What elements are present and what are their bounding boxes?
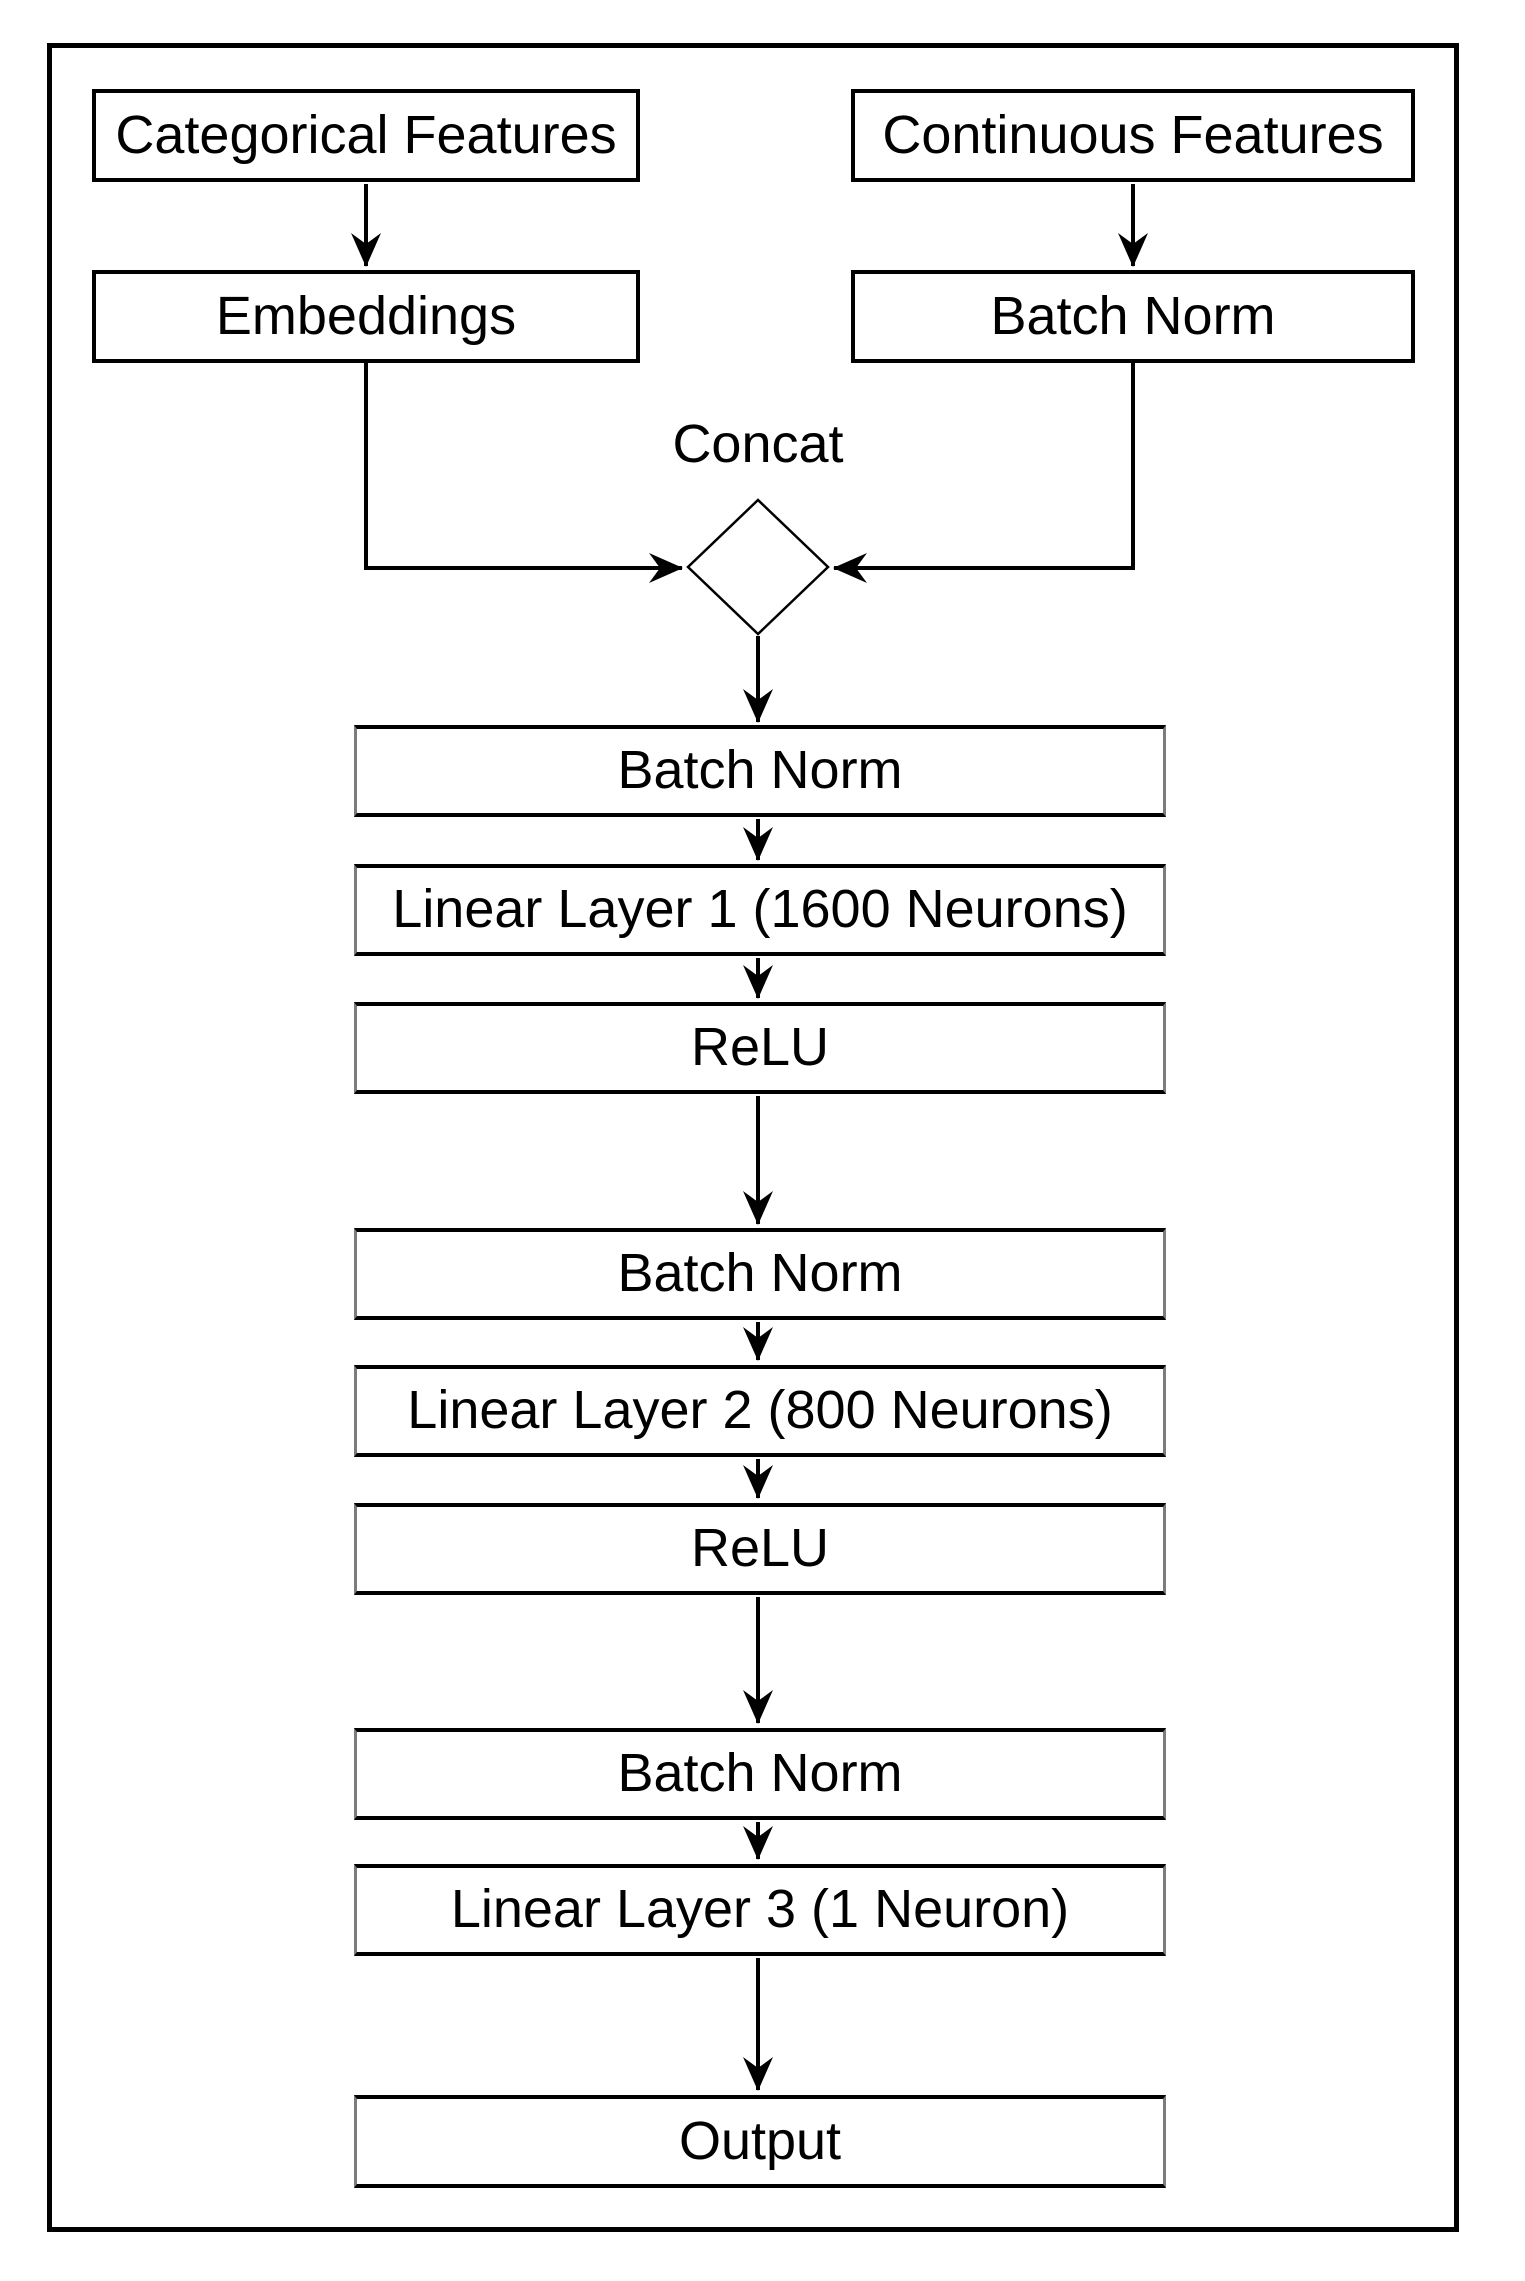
node-output: Output	[354, 2095, 1166, 2188]
node-batch-norm-1: Batch Norm	[354, 725, 1166, 817]
node-linear-layer-3: Linear Layer 3 (1 Neuron)	[354, 1864, 1166, 1956]
node-label: Batch Norm	[990, 285, 1276, 346]
node-batch-norm-continuous: Batch Norm	[851, 270, 1415, 363]
node-relu-2: ReLU	[354, 1503, 1166, 1595]
node-concat-label: Concat	[672, 414, 844, 474]
edge-embeddings-to-concat	[364, 361, 683, 583]
node-label: Linear Layer 3 (1 Neuron)	[450, 1879, 1070, 1940]
node-label: Batch Norm	[617, 1743, 903, 1804]
node-embeddings: Embeddings	[92, 270, 640, 363]
node-label: Output	[678, 2110, 842, 2171]
node-linear-layer-1: Linear Layer 1 (1600 Neurons)	[354, 864, 1166, 956]
node-continuous-features: Continuous Features	[851, 89, 1415, 182]
node-label: Batch Norm	[617, 740, 903, 801]
node-batch-norm-2: Batch Norm	[354, 1228, 1166, 1320]
node-relu-1: ReLU	[354, 1002, 1166, 1094]
concat-diamond-shape	[686, 498, 830, 636]
node-label: Continuous Features	[882, 104, 1384, 165]
node-label: Linear Layer 2 (800 Neurons)	[407, 1380, 1113, 1441]
node-batch-norm-3: Batch Norm	[354, 1728, 1166, 1820]
node-label: ReLU	[690, 1017, 830, 1078]
node-label: Categorical Features	[115, 104, 617, 165]
node-linear-layer-2: Linear Layer 2 (800 Neurons)	[354, 1365, 1166, 1457]
node-label: Embeddings	[215, 285, 517, 346]
node-label: ReLU	[690, 1518, 830, 1579]
node-categorical-features: Categorical Features	[92, 89, 640, 182]
edge-batchnorm-to-concat	[833, 361, 1135, 583]
node-label: Linear Layer 1 (1600 Neurons)	[392, 879, 1128, 940]
node-label: Batch Norm	[617, 1243, 903, 1304]
